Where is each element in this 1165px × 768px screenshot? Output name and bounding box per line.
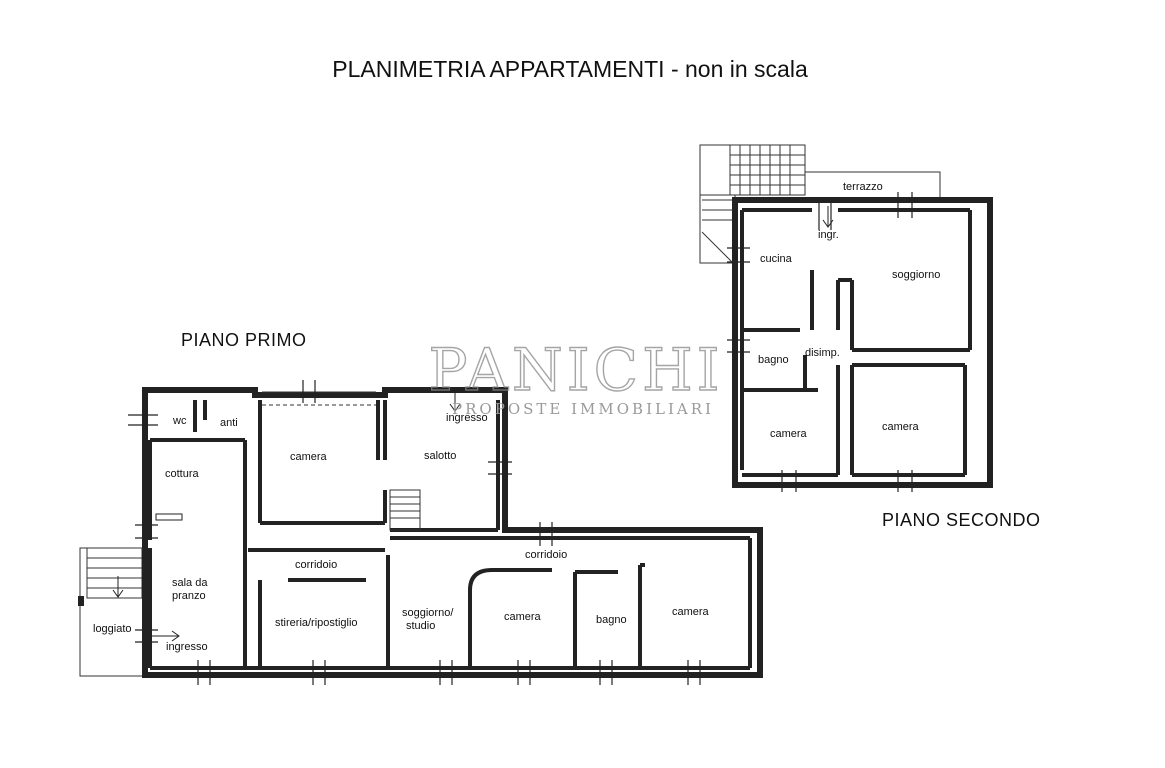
- floor-label-second: PIANO SECONDO: [882, 510, 1041, 530]
- second-floor-windows: [727, 192, 913, 492]
- watermark-tagline: PROPOSTE IMMOBILIARI: [452, 400, 714, 418]
- stair-landing: [699, 144, 806, 196]
- room-camera-second-right: camera: [882, 421, 920, 433]
- plan-title: PLANIMETRIA APPARTAMENTI - non in scala: [332, 56, 808, 82]
- room-stireria: stireria/ripostiglio: [275, 617, 358, 629]
- room-cucina: cucina: [760, 253, 793, 265]
- room-anti: anti: [220, 417, 238, 429]
- room-salotto: salotto: [424, 450, 456, 462]
- room-ingresso-top: ingresso: [446, 412, 488, 424]
- room-soggiorno-line1: soggiorno/: [402, 607, 454, 619]
- entrance-arrow-icon: [822, 206, 834, 228]
- first-floor-windows: [128, 380, 701, 685]
- room-bagno-second: bagno: [758, 354, 789, 366]
- internal-stair: [389, 489, 421, 531]
- room-soggiorno: soggiorno: [892, 269, 940, 281]
- room-camera-mid: camera: [504, 611, 542, 623]
- terrace-rail: [805, 171, 941, 197]
- room-sala-line1: sala da: [172, 577, 208, 589]
- room-bagno-first: bagno: [596, 614, 627, 626]
- loggiato-arrow-icon: [112, 576, 124, 598]
- room-disimp: disimp.: [805, 347, 840, 359]
- room-camera-second-left: camera: [770, 428, 808, 440]
- room-ingresso-left: ingresso: [166, 641, 208, 653]
- first-floor-outer-wall: [142, 387, 763, 678]
- second-floor-plan: terrazzo: [699, 144, 1041, 530]
- room-wc: wc: [172, 415, 187, 427]
- room-loggiato: loggiato: [93, 623, 132, 635]
- loggiato-area: [79, 547, 145, 677]
- floor-label-first: PIANO PRIMO: [181, 330, 307, 350]
- room-sala-line2: pranzo: [172, 590, 206, 602]
- room-corridoio-left: corridoio: [295, 559, 337, 571]
- room-terrazzo: terrazzo: [843, 181, 883, 193]
- stair-treads: [701, 145, 805, 263]
- room-camera-top: camera: [290, 451, 328, 463]
- watermark: PANICHI PROPOSTE IMMOBILIARI: [428, 335, 723, 418]
- first-floor-entrance-arrow-icon: [146, 630, 180, 642]
- second-floor-outer-wall: [732, 197, 993, 488]
- side-stair: [699, 194, 736, 264]
- room-camera-right: camera: [672, 606, 710, 618]
- room-corridoio-right: corridoio: [525, 549, 567, 561]
- first-floor-plan: PIANO PRIMO loggiato: [78, 330, 763, 685]
- room-soggiorno-line2: studio: [406, 620, 435, 632]
- watermark-brand: PANICHI: [428, 336, 723, 404]
- room-cottura: cottura: [165, 468, 200, 480]
- room-ingr: ingr.: [818, 229, 839, 241]
- top-entrance-arrow-icon: [449, 392, 461, 412]
